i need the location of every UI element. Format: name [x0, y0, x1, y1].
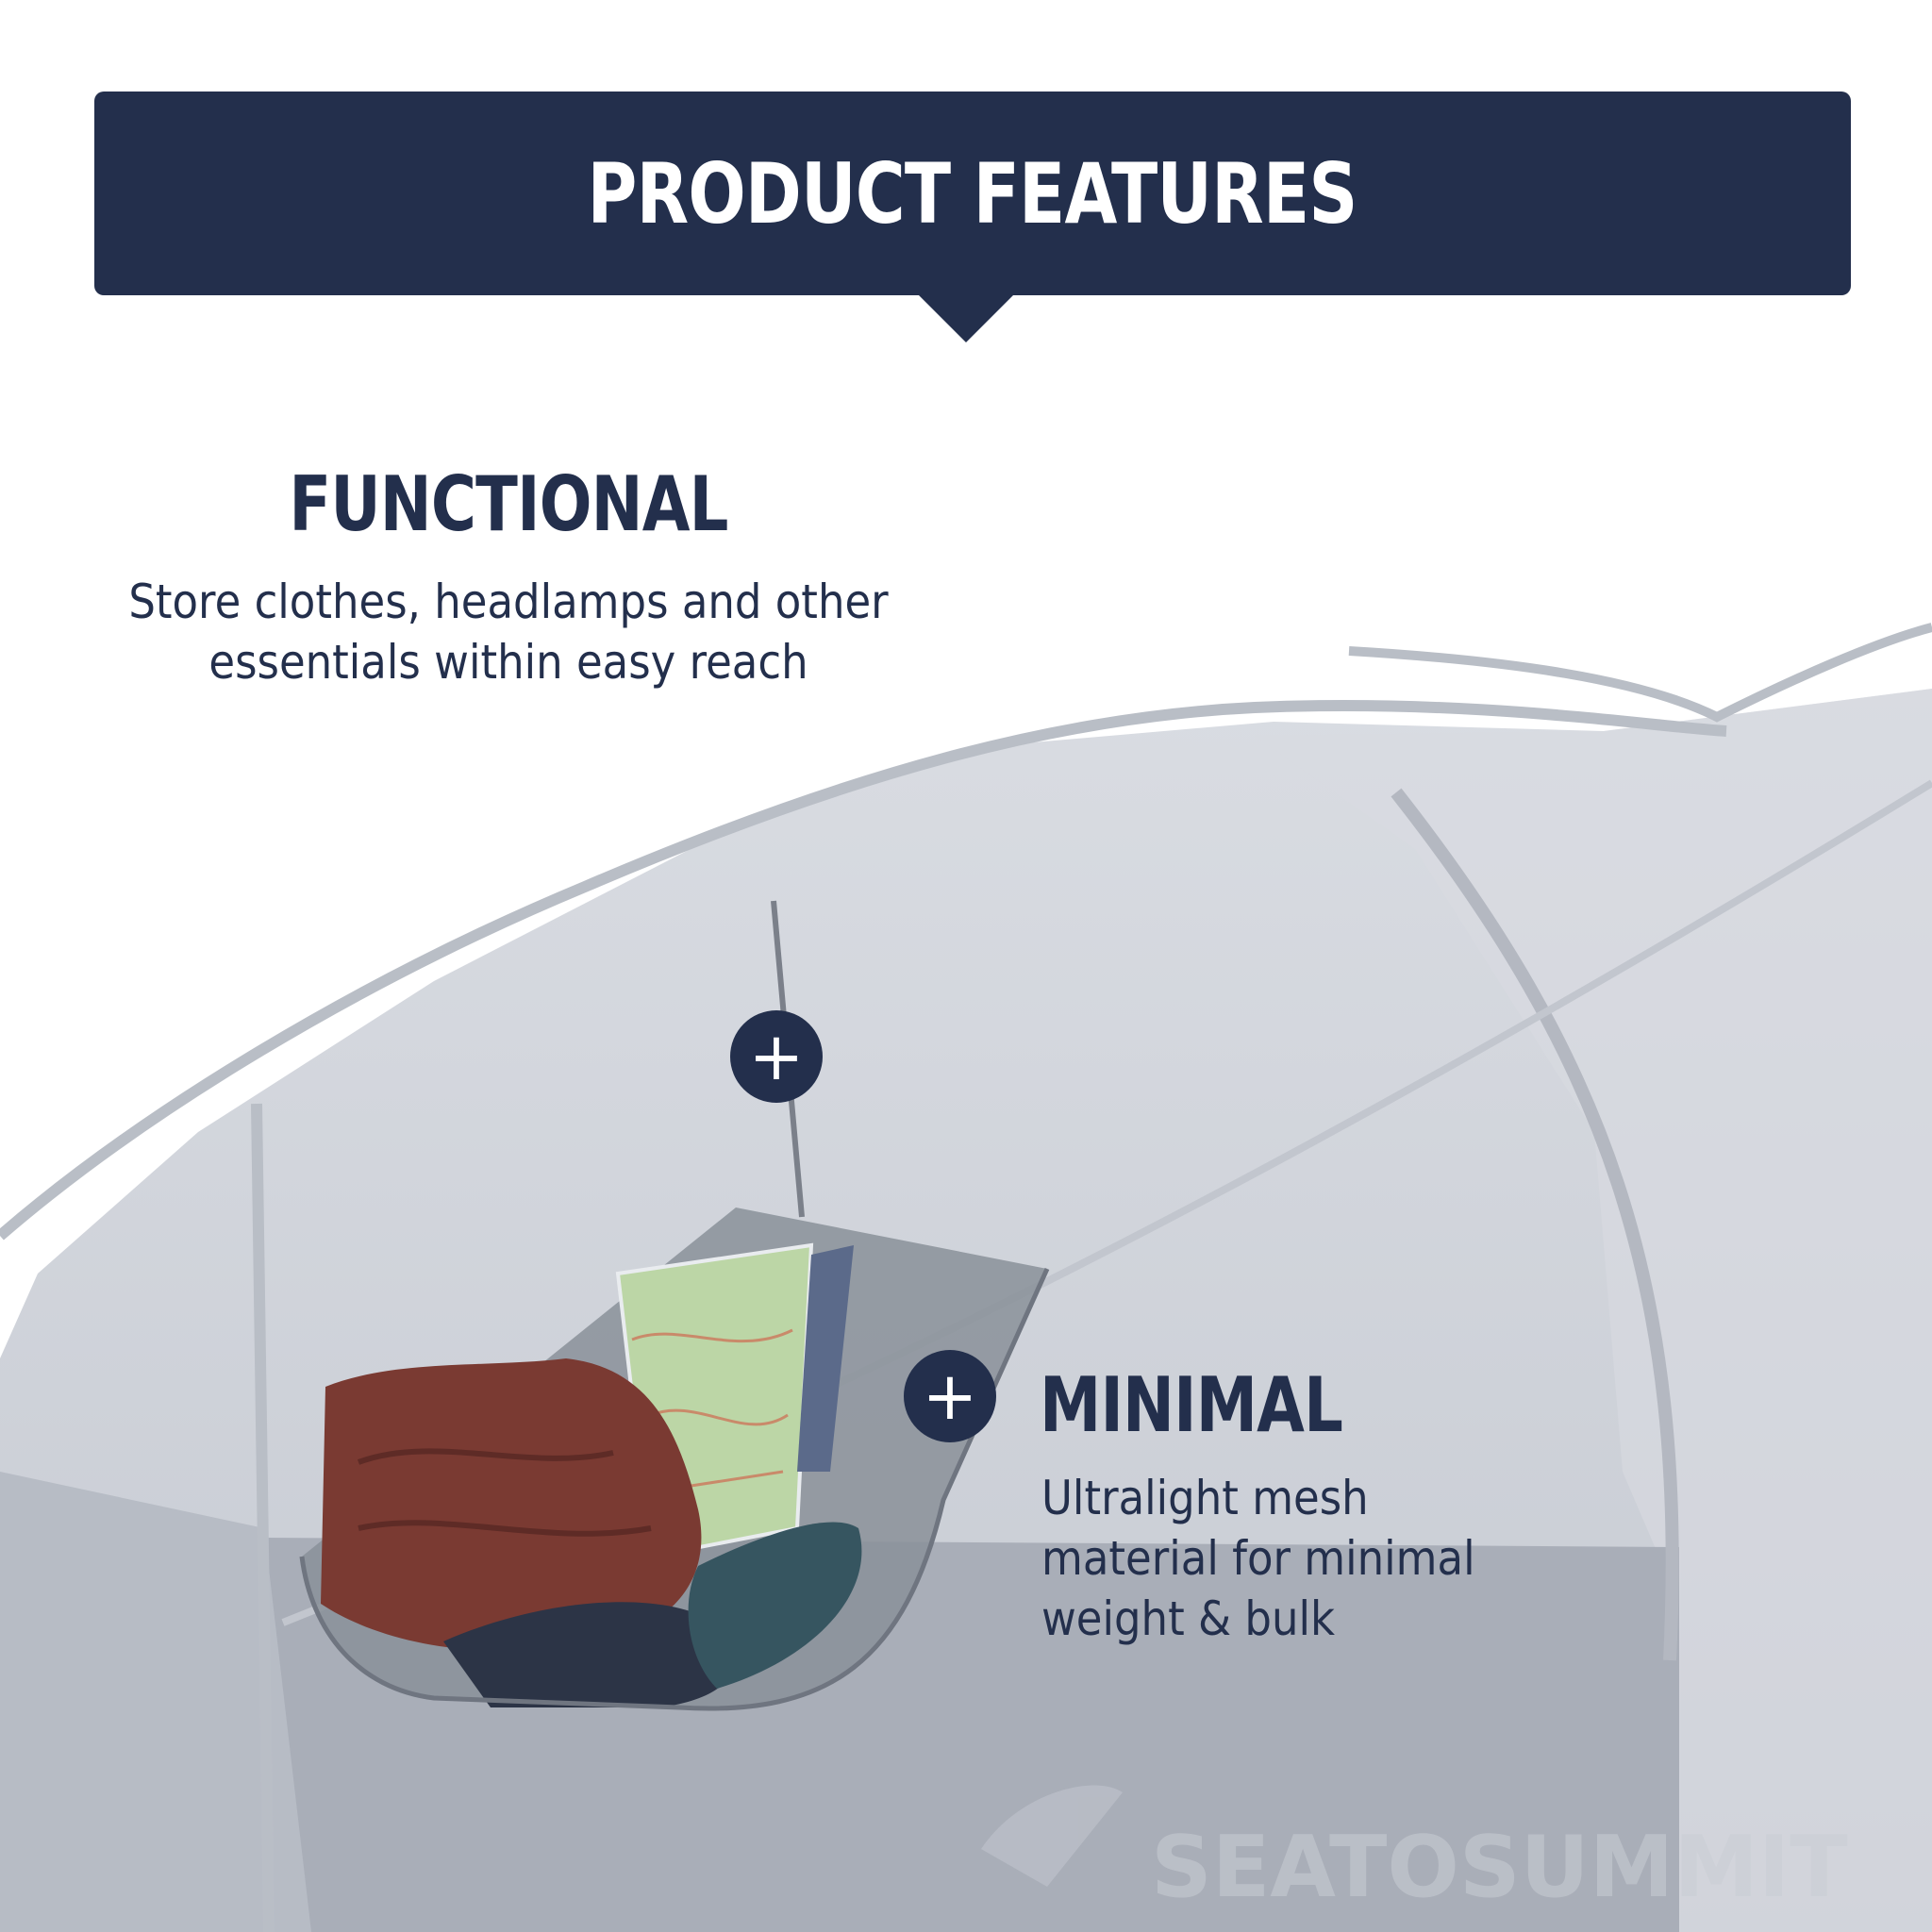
red-jacket	[321, 1358, 702, 1651]
tent-pole-main	[0, 699, 1727, 1241]
pocket-rim	[299, 1267, 1050, 1711]
hotspot-plus-icon-functional[interactable]: +	[730, 1010, 823, 1103]
tent-door-panel	[0, 1472, 311, 1932]
logo-wave-mark	[981, 1785, 1123, 1887]
svg-text:SEATOSUMMIT: SEATOSUMMIT	[1151, 1818, 1848, 1917]
tent-pole-right	[1348, 623, 1932, 723]
feature-title-minimal: MINIMAL	[1040, 1361, 1343, 1449]
feature-title-functional: FUNCTIONAL	[289, 460, 728, 548]
feature-desc-functional: Store clothes, headlamps and other essen…	[128, 575, 889, 690]
dark-fleece	[443, 1602, 734, 1707]
door-zipper-curve	[1391, 788, 1679, 1661]
hotspot-plus-icon-minimal[interactable]: +	[904, 1350, 996, 1442]
seatosummit-logo: SEATOSUMMIT	[981, 1785, 1848, 1917]
feature-desc-minimal: Ultralight mesh material for minimal wei…	[1041, 1471, 1475, 1646]
product-features-banner: PRODUCT FEATURES	[94, 92, 1851, 295]
jacket-folds	[357, 1448, 652, 1537]
banner-title: PRODUCT FEATURES	[588, 144, 1358, 242]
book	[797, 1245, 854, 1472]
tent-pole-vertical	[251, 1103, 275, 1932]
teal-item	[688, 1522, 862, 1689]
tent-inner-wall	[1255, 689, 1932, 1932]
banner-pointer	[919, 295, 1013, 342]
